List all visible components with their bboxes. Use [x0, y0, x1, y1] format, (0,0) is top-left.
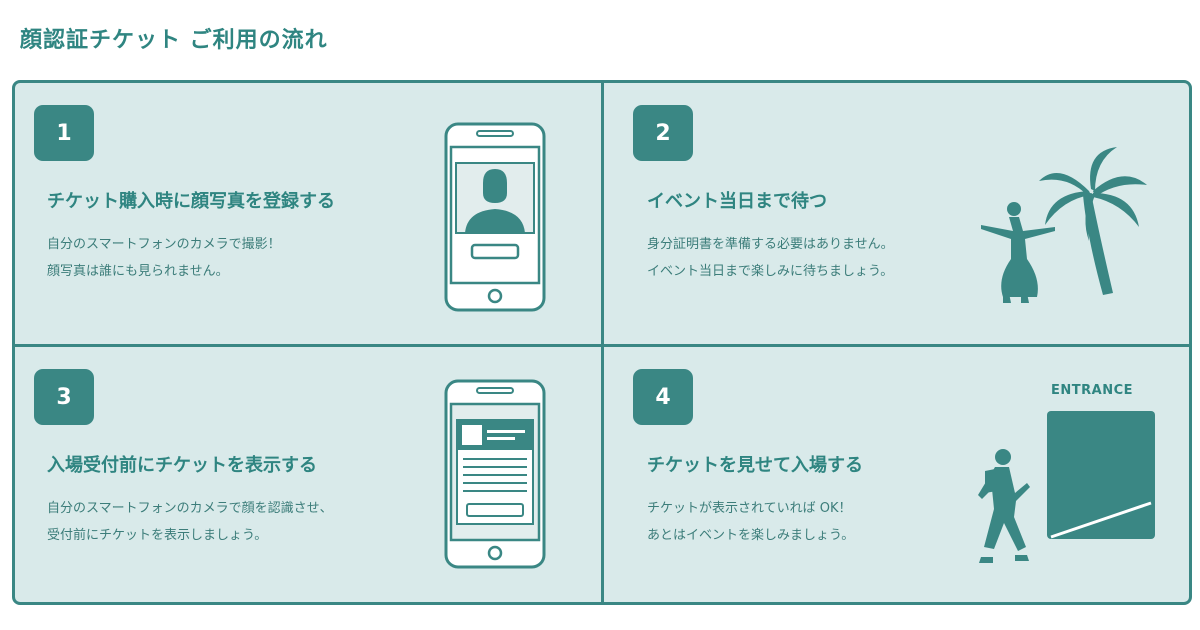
- step-description-line: 受付前にチケットを表示しましょう。: [47, 528, 268, 543]
- step-description-line: 顔写真は誰にも見られません。: [47, 264, 229, 279]
- step-description: 自分のスマートフォンのカメラで撮影！ 顔写真は誰にも見られません。: [47, 231, 281, 285]
- palm-tree-dancer-icon: [981, 147, 1147, 303]
- step-description-line: 自分のスマートフォンのカメラで顔を認識させ、: [47, 501, 333, 516]
- step-card-4: 4 チケットを見せて入場する チケットが表示されていれば OK！ あとはイベント…: [604, 347, 1189, 602]
- step-card-2: 2 イベント当日まで待つ 身分証明書を準備する必要はありません。 イベント当日ま…: [604, 83, 1189, 343]
- step-description: 自分のスマートフォンのカメラで顔を認識させ、 受付前にチケットを表示しましょう。: [47, 495, 333, 549]
- step-title: 入場受付前にチケットを表示する: [47, 455, 317, 476]
- step-number-badge: 2: [633, 105, 693, 161]
- step-description: チケットが表示されていれば OK！ あとはイベントを楽しみましょう。: [647, 495, 854, 549]
- step-number-badge: 3: [34, 369, 94, 425]
- step-number-badge: 1: [34, 105, 94, 161]
- step-card-1: 1 チケット購入時に顔写真を登録する 自分のスマートフォンのカメラで撮影！ 顔写…: [15, 83, 601, 343]
- step-title: チケットを見せて入場する: [647, 455, 863, 476]
- step-card-3: 3 入場受付前にチケットを表示する 自分のスマートフォンのカメラで顔を認識させ、…: [15, 347, 601, 602]
- step-description: 身分証明書を準備する必要はありません。 イベント当日まで楽しみに待ちましょう。: [647, 231, 894, 285]
- flow-panel: 1 チケット購入時に顔写真を登録する 自分のスマートフォンのカメラで撮影！ 顔写…: [12, 80, 1192, 605]
- smartphone-ticket-icon: [444, 379, 546, 569]
- step-description-line: あとはイベントを楽しみましょう。: [647, 528, 855, 543]
- divider-vertical: [601, 83, 604, 602]
- divider-horizontal: [15, 344, 1189, 347]
- walking-person-entrance-icon: [978, 411, 1155, 563]
- entrance-label: ENTRANCE: [1051, 383, 1133, 398]
- step-title: イベント当日まで待つ: [647, 191, 827, 212]
- step-description-line: チケットが表示されていれば OK！: [647, 501, 852, 516]
- page-title: 顔認証チケット ご利用の流れ: [20, 28, 328, 53]
- step-title: チケット購入時に顔写真を登録する: [47, 191, 335, 212]
- step-description-line: イベント当日まで楽しみに待ちましょう。: [647, 264, 894, 279]
- step-description-line: 身分証明書を準備する必要はありません。: [647, 237, 894, 252]
- step-number-badge: 4: [633, 369, 693, 425]
- step-description-line: 自分のスマートフォンのカメラで撮影！: [47, 237, 281, 252]
- smartphone-face-photo-icon: [444, 122, 546, 312]
